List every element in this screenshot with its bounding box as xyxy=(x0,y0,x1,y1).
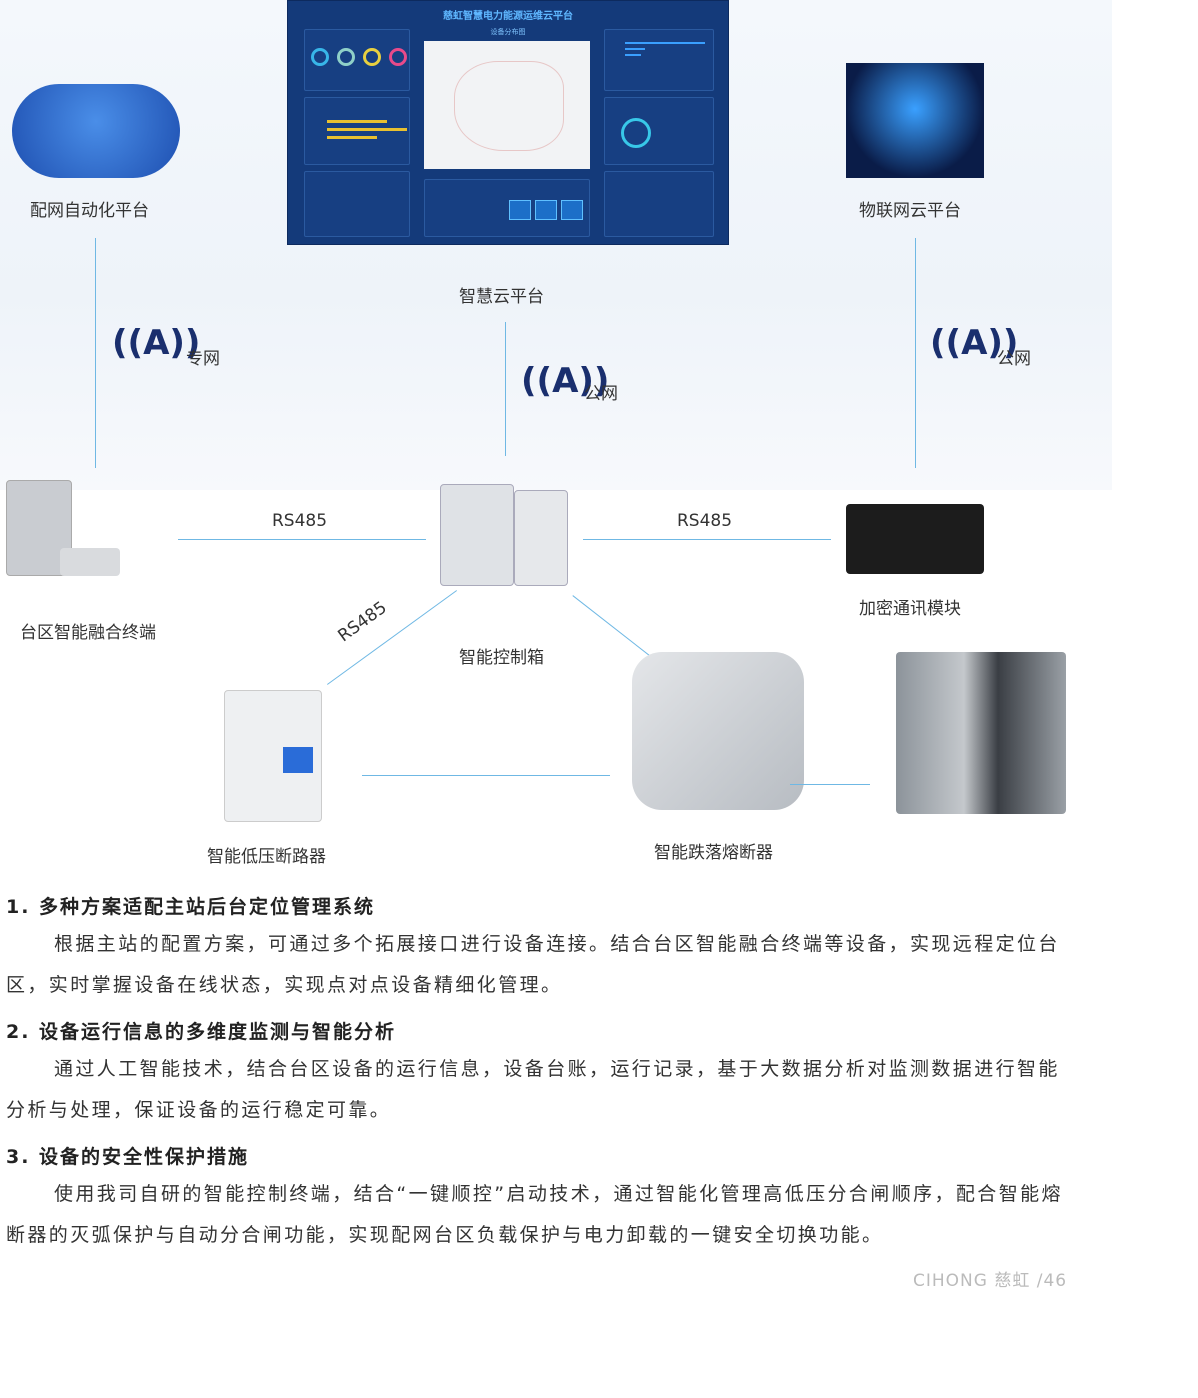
fusion-terminal-module-image xyxy=(60,548,120,576)
section-body: 使用我司自研的智能控制终端，结合“一键顺控”启动技术，通过智能化管理高低压分合闸… xyxy=(6,1183,1063,1246)
dashboard-map-title: 设备分布图 xyxy=(490,28,526,36)
dashboard-panel xyxy=(304,97,410,165)
lv-breaker-image xyxy=(224,690,322,822)
cloud-platform-label: 智慧云平台 xyxy=(459,287,544,307)
control-box-door-image xyxy=(514,490,568,586)
control-box-label: 智能控制箱 xyxy=(459,648,544,668)
section-body: 根据主站的配置方案，可通过多个拓展接口进行设备连接。结合台区智能融合终端等设备，… xyxy=(6,933,1060,996)
antenna-tower-icon: ((A)) xyxy=(112,323,201,363)
connection-line xyxy=(790,784,870,785)
connection-line xyxy=(178,539,426,540)
dashboard-panel xyxy=(604,171,714,237)
iot-cloud-icon xyxy=(846,63,984,178)
control-box-image xyxy=(440,484,514,586)
encryption-module-label: 加密通讯模块 xyxy=(859,599,961,619)
antenna-tower-icon: ((A)) xyxy=(521,361,610,401)
lv-breaker-label: 智能低压断路器 xyxy=(207,847,326,867)
dashboard-panel xyxy=(604,97,714,165)
connection-line xyxy=(95,238,96,468)
section-heading: 1. 多种方案适配主站后台定位管理系统 xyxy=(6,896,376,918)
dashboard-map xyxy=(424,41,590,169)
fuse-cutout-image xyxy=(632,652,804,810)
connection-line xyxy=(915,238,916,468)
iot-platform-label: 物联网云平台 xyxy=(859,201,961,221)
dashboard-panel xyxy=(304,171,410,237)
page-number: /46 xyxy=(1036,1271,1068,1291)
distribution-platform-label: 配网自动化平台 xyxy=(30,201,149,221)
connection-line xyxy=(505,322,506,456)
public-net-label: 公网 xyxy=(997,349,1031,369)
dashboard-panel xyxy=(424,179,590,237)
private-net-label: 专网 xyxy=(186,349,220,369)
rs485-right-label: RS485 xyxy=(677,511,733,531)
antenna-tower-icon: ((A)) xyxy=(930,323,1019,363)
public-net-label: 公网 xyxy=(584,384,618,404)
dashboard-panel xyxy=(304,29,410,91)
rs485-left-label: RS485 xyxy=(272,511,328,531)
fusion-terminal-label: 台区智能融合终端 xyxy=(20,623,156,643)
distribution-platform-icon xyxy=(12,84,180,178)
section-heading: 2. 设备运行信息的多维度监测与智能分析 xyxy=(6,1021,397,1043)
connection-line xyxy=(583,539,831,540)
connection-line xyxy=(362,775,610,776)
dashboard-panel xyxy=(604,29,714,91)
dashboard-title: 慈虹智慧电力能源运维云平台 xyxy=(443,11,573,22)
page-footer: CIHONG 慈虹 /46 xyxy=(913,1266,1067,1291)
cloud-platform-dashboard-image: 慈虹智慧电力能源运维云平台 设备分布图 xyxy=(287,0,729,245)
section-heading: 3. 设备的安全性保护措施 xyxy=(6,1146,250,1168)
brand-logo-text: CIHONG 慈虹 xyxy=(913,1271,1031,1291)
section-body: 通过人工智能技术，结合台区设备的运行信息，设备台账，运行记录，基于大数据分析对监… xyxy=(6,1058,1060,1121)
encryption-module-image xyxy=(846,504,984,574)
fuse-switch-image xyxy=(896,652,1066,814)
rs485-diag-label: RS485 xyxy=(334,597,391,647)
fuse-cutout-label: 智能跌落熔断器 xyxy=(654,843,773,863)
